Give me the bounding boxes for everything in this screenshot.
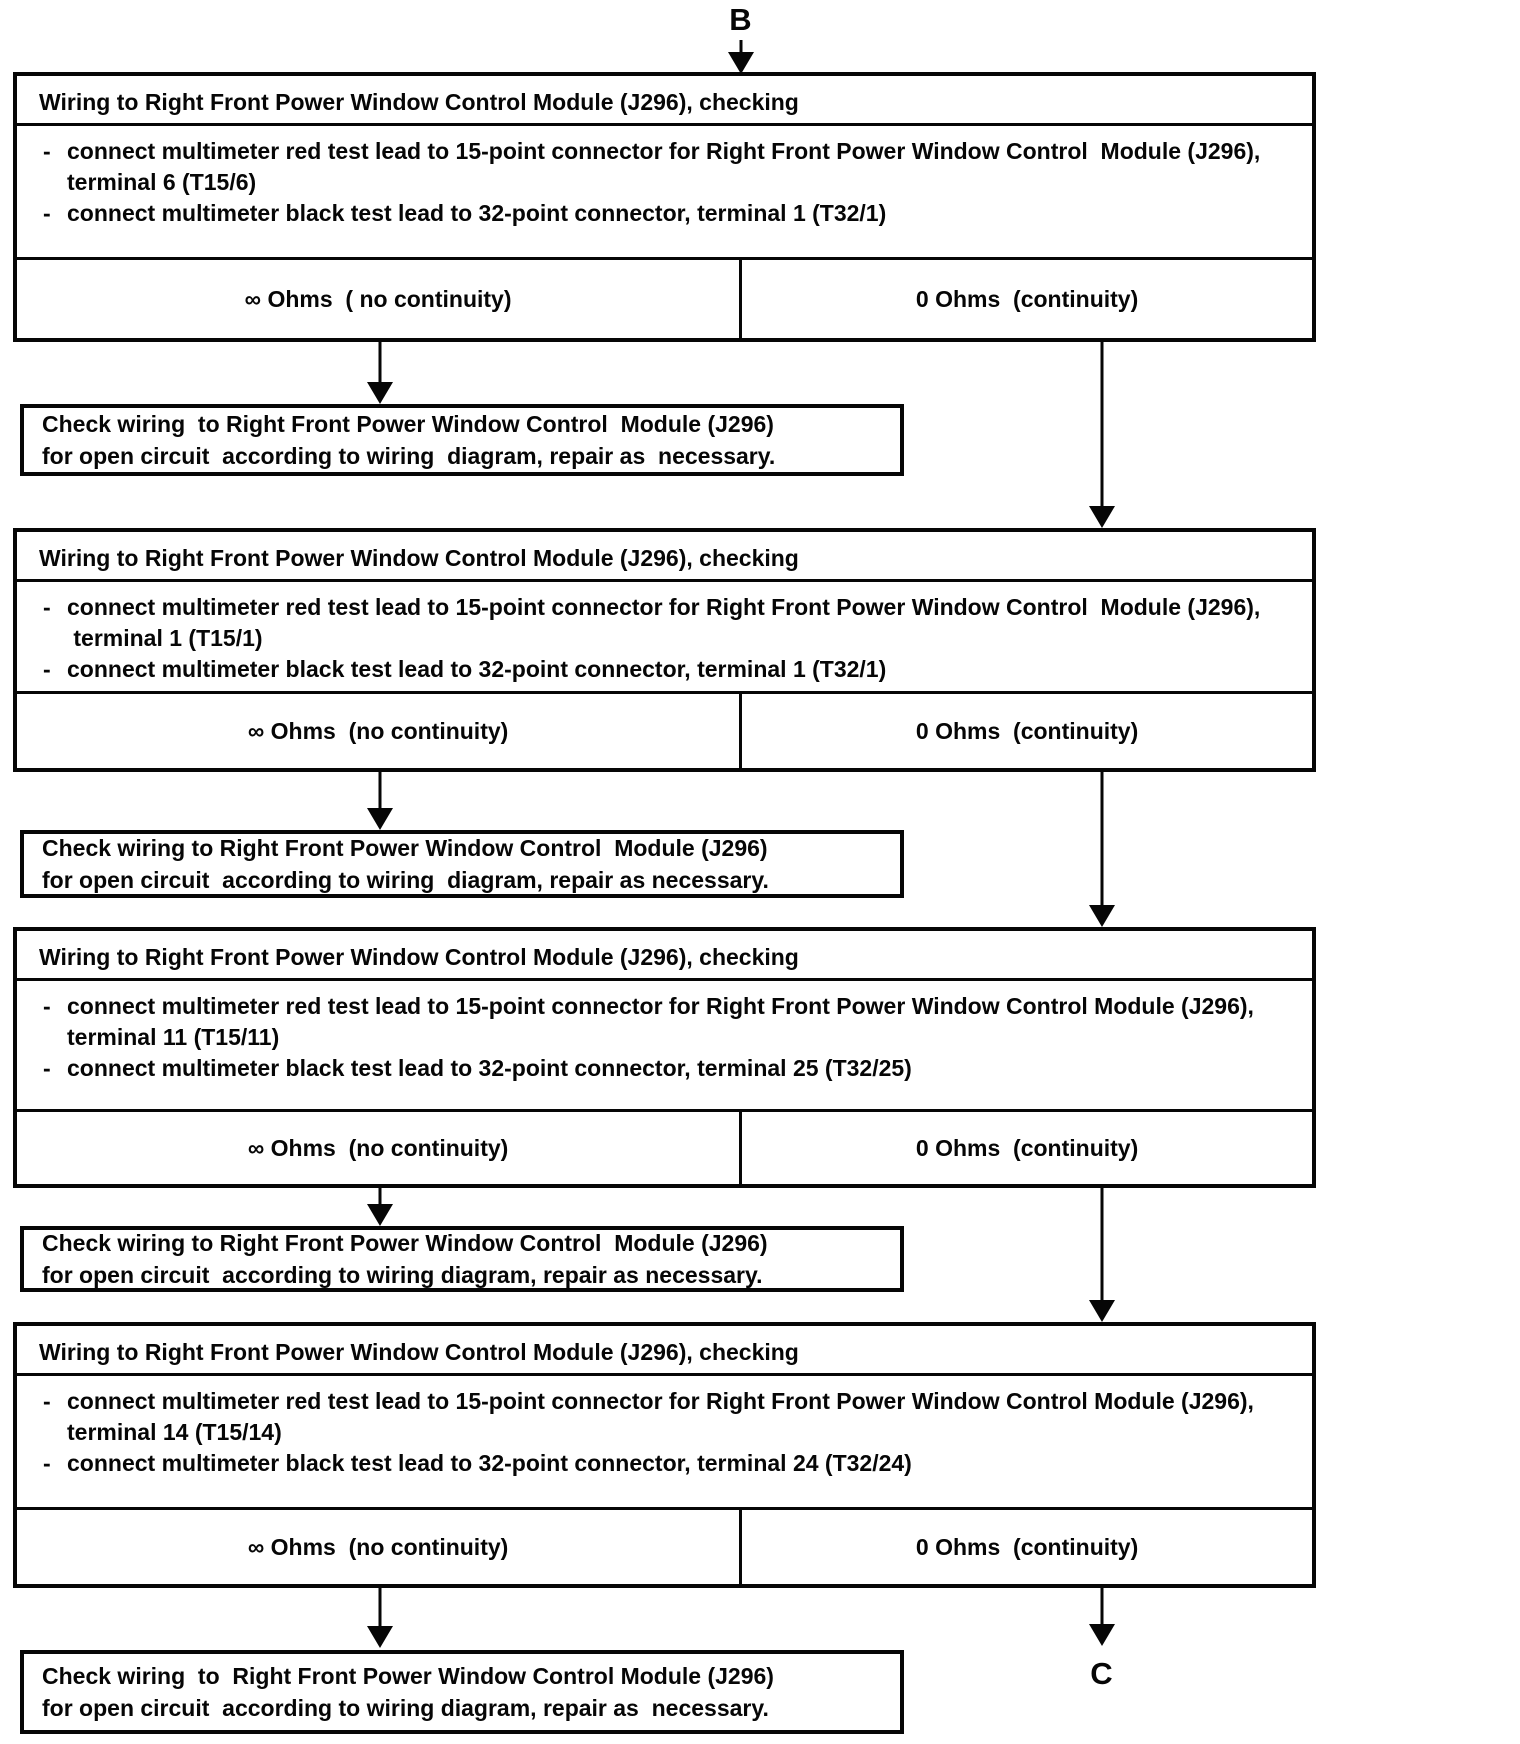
instruction-line: connect multimeter red test lead to 15-p… — [67, 138, 1261, 164]
instruction-item: - connect multimeter red test lead to 15… — [33, 592, 1302, 654]
test-box-title: Wiring to Right Front Power Window Contr… — [17, 1326, 1312, 1376]
fail-down-arrow-icon — [367, 382, 393, 404]
fail-down-arrow-icon — [367, 1204, 393, 1226]
bullet-dash: - — [43, 594, 51, 620]
repair-text-line: for open circuit according to wiring dia… — [42, 1262, 763, 1288]
fail-down-arrow-icon — [367, 1626, 393, 1648]
test-box-instructions: - connect multimeter red test lead to 15… — [17, 582, 1312, 691]
bullet-dash: - — [43, 1450, 51, 1476]
test-box-2: Wiring to Right Front Power Window Contr… — [13, 528, 1316, 772]
repair-box-1: Check wiring to Right Front Power Window… — [20, 404, 904, 476]
result-continuity: 0 Ohms (continuity) — [915, 1134, 1139, 1161]
bullet-dash: - — [43, 1388, 51, 1414]
entry-down-arrow-icon — [728, 52, 754, 74]
result-no-continuity: ∞ Ohms ( no continuity) — [17, 260, 743, 338]
instruction-line: connect multimeter black test lead to 32… — [67, 1055, 912, 1081]
result-row: ∞ Ohms (no continuity) 0 Ohms (continuit… — [17, 691, 1312, 768]
instruction-line: connect multimeter red test lead to 15-p… — [67, 594, 1261, 620]
test-box-title: Wiring to Right Front Power Window Contr… — [17, 76, 1312, 126]
fail-arrow-line — [378, 1188, 382, 1208]
test-box-instructions: - connect multimeter red test lead to 15… — [17, 1376, 1312, 1507]
instruction-line: connect multimeter black test lead to 32… — [67, 656, 887, 682]
instruction-item: - connect multimeter red test lead to 15… — [33, 991, 1302, 1053]
test-box-1: Wiring to Right Front Power Window Contr… — [13, 72, 1316, 342]
fail-down-arrow-icon — [367, 808, 393, 830]
instruction-line: connect multimeter black test lead to 32… — [67, 1450, 912, 1476]
test-box-instructions: - connect multimeter red test lead to 15… — [17, 126, 1312, 257]
instruction-line: connect multimeter red test lead to 15-p… — [67, 1388, 1254, 1414]
repair-box-4: Check wiring to Right Front Power Window… — [20, 1650, 904, 1734]
repair-text-line: for open circuit according to wiring dia… — [42, 1695, 769, 1721]
bullet-dash: - — [43, 1055, 51, 1081]
instruction-line: terminal 11 (T15/11) — [67, 1024, 280, 1050]
bullet-dash: - — [43, 138, 51, 164]
instruction-line: terminal 6 (T15/6) — [67, 169, 257, 195]
test-box-4: Wiring to Right Front Power Window Contr… — [13, 1322, 1316, 1588]
result-row: ∞ Ohms ( no continuity) 0 Ohms (continui… — [17, 257, 1312, 338]
result-row: ∞ Ohms (no continuity) 0 Ohms (continuit… — [17, 1507, 1312, 1584]
repair-box-3: Check wiring to Right Front Power Window… — [20, 1226, 904, 1292]
instruction-line: terminal 14 (T15/14) — [67, 1419, 282, 1445]
result-no-continuity: ∞ Ohms (no continuity) — [17, 1112, 743, 1184]
result-continuity: 0 Ohms (continuity) — [915, 285, 1139, 312]
fail-arrow-line — [378, 1588, 382, 1630]
repair-box-2: Check wiring to Right Front Power Window… — [20, 830, 904, 898]
instruction-line: connect multimeter black test lead to 32… — [67, 200, 887, 226]
instruction-item: - connect multimeter red test lead to 15… — [33, 1386, 1302, 1448]
repair-text-line: Check wiring to Right Front Power Window… — [42, 411, 774, 437]
pass-arrow-line — [1100, 342, 1104, 508]
pass-down-arrow-icon — [1089, 905, 1115, 927]
pass-down-arrow-icon — [1089, 506, 1115, 528]
pass-arrow-line — [1100, 1188, 1104, 1302]
fail-arrow-line — [378, 342, 382, 386]
repair-text-line: Check wiring to Right Front Power Window… — [42, 835, 768, 861]
bullet-dash: - — [43, 993, 51, 1019]
pass-down-arrow-icon — [1089, 1300, 1115, 1322]
repair-text-line: Check wiring to Right Front Power Window… — [42, 1663, 774, 1689]
instruction-item: - connect multimeter red test lead to 15… — [33, 136, 1302, 198]
fail-arrow-line — [378, 772, 382, 812]
entry-arrow-line — [739, 40, 743, 58]
exit-arrow-line — [1100, 1588, 1104, 1628]
repair-text-line: for open circuit according to wiring dia… — [42, 443, 776, 469]
pass-arrow-line — [1100, 772, 1104, 908]
result-no-continuity: ∞ Ohms (no continuity) — [17, 694, 743, 768]
connector-label-b: B — [729, 2, 753, 37]
bullet-dash: - — [43, 200, 51, 226]
instruction-item: - connect multimeter black test lead to … — [33, 1448, 1302, 1479]
bullet-dash: - — [43, 656, 51, 682]
test-box-title: Wiring to Right Front Power Window Contr… — [17, 931, 1312, 981]
result-continuity: 0 Ohms (continuity) — [915, 717, 1139, 744]
instruction-item: - connect multimeter black test lead to … — [33, 1053, 1302, 1084]
test-box-title: Wiring to Right Front Power Window Contr… — [17, 532, 1312, 582]
instruction-line: terminal 1 (T15/1) — [67, 625, 263, 651]
instruction-item: - connect multimeter black test lead to … — [33, 654, 1302, 685]
test-box-instructions: - connect multimeter red test lead to 15… — [17, 981, 1312, 1109]
result-continuity: 0 Ohms (continuity) — [915, 1533, 1139, 1560]
repair-text-line: for open circuit according to wiring dia… — [42, 867, 769, 893]
instruction-line: connect multimeter red test lead to 15-p… — [67, 993, 1254, 1019]
result-row: ∞ Ohms (no continuity) 0 Ohms (continuit… — [17, 1109, 1312, 1184]
test-box-3: Wiring to Right Front Power Window Contr… — [13, 927, 1316, 1188]
exit-down-arrow-icon — [1089, 1624, 1115, 1646]
result-no-continuity: ∞ Ohms (no continuity) — [17, 1510, 743, 1584]
connector-label-c: C — [1090, 1656, 1114, 1691]
repair-text-line: Check wiring to Right Front Power Window… — [42, 1230, 768, 1256]
instruction-item: - connect multimeter black test lead to … — [33, 198, 1302, 229]
